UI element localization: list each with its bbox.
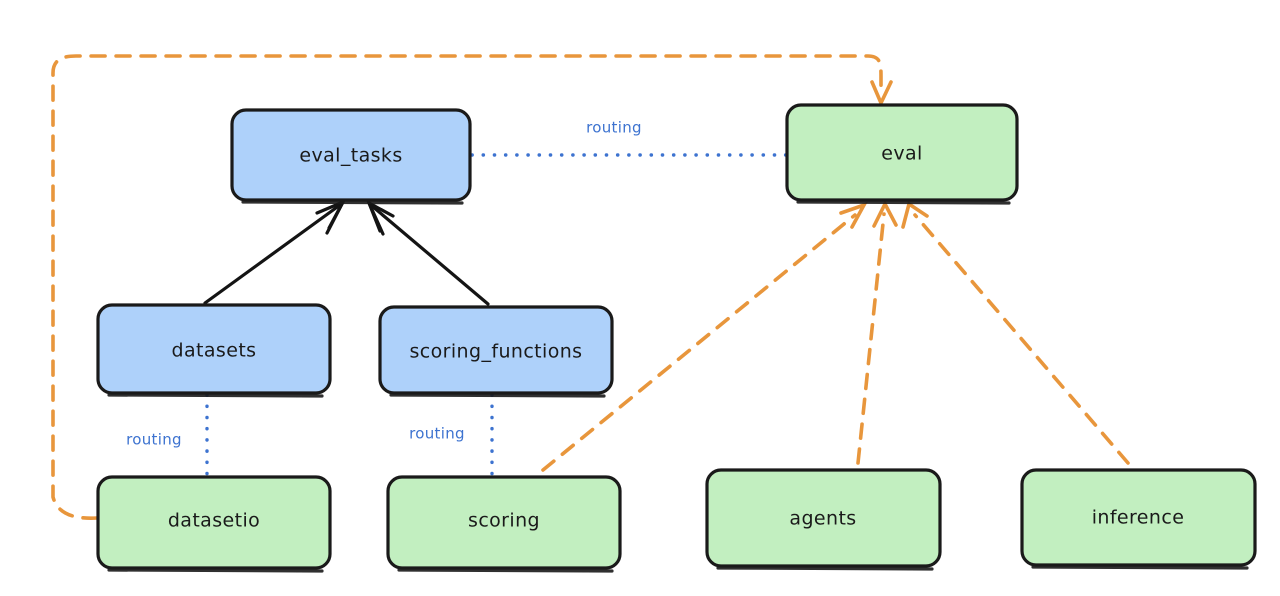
node-eval_tasks[interactable]: eval_tasks <box>230 108 472 205</box>
node-datasets-shadow <box>107 393 324 398</box>
node-scoring_functions[interactable]: scoring_functions <box>378 305 614 398</box>
node-scoring_functions-shadow <box>389 393 606 398</box>
edge-group-dependencies <box>51 54 1130 520</box>
edge-scoring_functions-eval_tasks[interactable] <box>370 204 490 306</box>
edge-datasets-eval_tasks-arrowhead-2 <box>325 200 345 235</box>
node-eval_tasks-label: eval_tasks <box>299 145 402 167</box>
node-agents-shadow <box>716 566 934 571</box>
edge-label-routing-datasets-datasetio: routing <box>126 431 182 449</box>
node-scoring_functions-label: scoring_functions <box>410 341 583 363</box>
edge-scoring-eval-arrowhead <box>839 201 868 229</box>
node-datasetio-label: datasetio <box>168 510 260 532</box>
node-agents-box <box>705 468 942 568</box>
node-eval_tasks-shadow <box>241 200 464 205</box>
node-eval[interactable]: eval <box>785 103 1019 205</box>
node-agents[interactable]: agents <box>705 468 942 571</box>
edge-group-routing <box>205 153 788 478</box>
node-datasetio[interactable]: datasetio <box>96 475 332 573</box>
edge-agents-eval[interactable] <box>856 212 886 465</box>
node-datasets-label: datasets <box>172 340 257 362</box>
node-eval-shadow <box>796 200 1011 205</box>
node-scoring[interactable]: scoring <box>386 475 622 573</box>
edge-scoring-eval[interactable] <box>541 213 857 472</box>
edge-label-routing-eval_tasks-eval: routing <box>586 119 642 137</box>
node-scoring-shadow <box>397 568 614 573</box>
node-datasets[interactable]: datasets <box>96 303 332 398</box>
node-scoring-label: scoring <box>468 510 540 532</box>
edge-label-group: routing routing routing <box>126 119 642 449</box>
edge-datasetio-eval-arrowhead <box>870 80 893 108</box>
node-inference[interactable]: inference <box>1020 468 1257 570</box>
node-datasetio-shadow <box>107 568 324 573</box>
node-inference-label: inference <box>1092 507 1185 529</box>
node-datasets-box <box>96 303 332 395</box>
node-eval-label: eval <box>881 143 922 165</box>
node-datasetio-box <box>96 475 332 570</box>
edge-datasetio-eval[interactable] <box>51 54 883 520</box>
edge-datasets-eval_tasks[interactable] <box>203 203 342 305</box>
node-group: eval_tasks eval datasets scoring_functio… <box>96 103 1257 573</box>
edge-inference-eval[interactable] <box>913 213 1130 465</box>
edge-label-routing-scoring_functions-scoring: routing <box>409 425 465 443</box>
node-eval-box <box>785 103 1019 202</box>
edge-group-composition <box>203 198 490 306</box>
node-agents-label: agents <box>789 508 856 530</box>
node-eval_tasks-box <box>230 108 472 202</box>
node-inference-shadow <box>1031 565 1249 570</box>
edge-scoring_functions-eval_tasks-arrowhead-2 <box>367 201 385 236</box>
node-inference-box <box>1020 468 1257 567</box>
node-scoring_functions-box <box>378 305 614 395</box>
node-scoring-box <box>386 475 622 570</box>
